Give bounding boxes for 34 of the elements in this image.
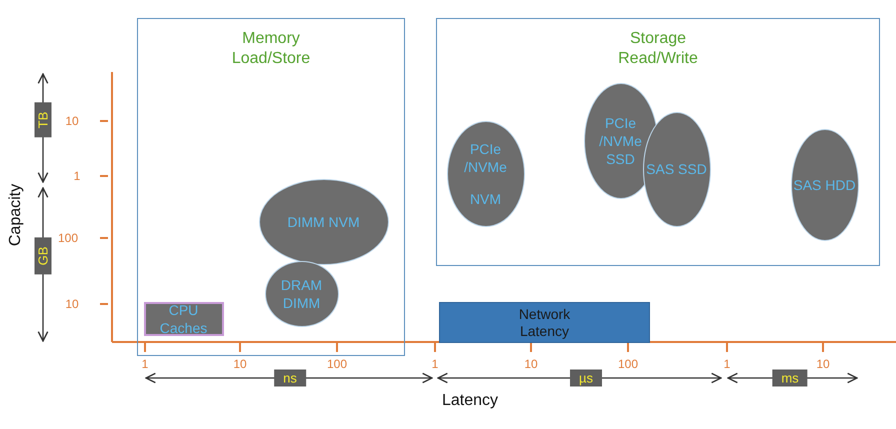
axis-title: Latency <box>442 392 498 410</box>
region-title: Storage Read/Write <box>617 29 699 69</box>
node-label: SAS HDD <box>793 176 856 194</box>
unit-label: TB <box>34 102 52 138</box>
axis-title: Capacity <box>7 184 25 246</box>
node-label: Network Latency <box>518 306 572 340</box>
tick-label: 10 <box>65 297 79 311</box>
tick-label: 100 <box>326 357 348 371</box>
tick-label: 1 <box>142 357 148 371</box>
tick-label: 1 <box>432 357 438 371</box>
tick-label: 10 <box>65 114 79 128</box>
node-label: CPU Caches <box>158 300 208 336</box>
node-label: NVM <box>470 190 502 208</box>
cache-box <box>144 302 224 336</box>
network-latency-bar <box>439 302 650 343</box>
node-label: PCIe /NVMe <box>463 140 508 176</box>
node-label: PCIe /NVMe SSD <box>598 114 643 168</box>
node-label: SAS SSD <box>646 160 707 178</box>
tick-label: 100 <box>618 357 638 371</box>
unit-label: ns <box>274 370 306 386</box>
region-title: Memory Load/Store <box>230 29 312 69</box>
tick-label: 1 <box>724 357 730 371</box>
tick-label: 1 <box>74 169 80 183</box>
unit-label: ms <box>772 370 808 386</box>
node-label: DRAM DIMM <box>280 276 324 312</box>
unit-label: µs <box>570 370 602 386</box>
unit-label: GB <box>34 238 52 274</box>
tick-label: 10 <box>816 357 830 371</box>
storage-region-frame <box>436 18 880 266</box>
tick-label: 10 <box>524 357 538 371</box>
tick-label: 100 <box>58 231 78 245</box>
tick-label: 10 <box>233 357 247 371</box>
node-label: DIMM NVM <box>287 212 360 230</box>
memory-region-frame <box>137 18 405 356</box>
